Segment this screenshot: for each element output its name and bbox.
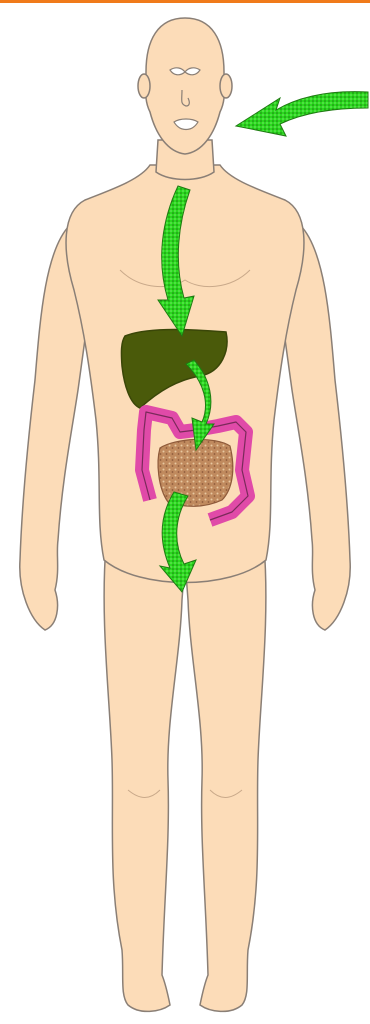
head	[146, 18, 225, 154]
right-ear	[220, 74, 232, 98]
arrow-into-mouth	[236, 92, 368, 136]
right-leg	[185, 545, 266, 1011]
left-ear	[138, 74, 150, 98]
human-body	[20, 18, 350, 1011]
left-leg	[104, 545, 185, 1011]
